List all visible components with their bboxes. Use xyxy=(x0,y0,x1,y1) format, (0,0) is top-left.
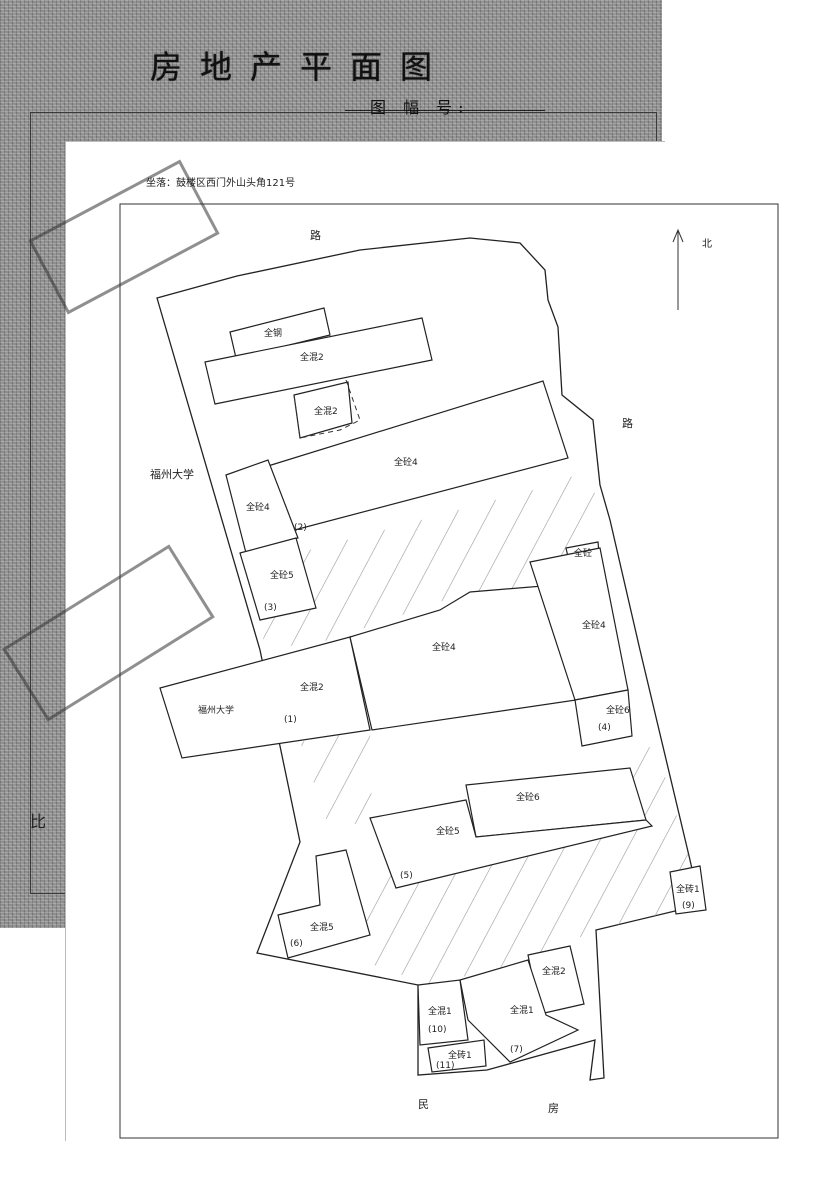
neighbor-label-bottom-left: 民 xyxy=(418,1098,429,1111)
building-number: (5) xyxy=(400,871,413,881)
road-label-top: 路 xyxy=(310,229,321,242)
yard-hatch xyxy=(262,470,600,650)
building-number: (4) xyxy=(598,723,611,733)
dashed-outline xyxy=(293,394,361,439)
building-label: 全砖1 xyxy=(448,1049,472,1061)
building-number: (11) xyxy=(436,1061,454,1071)
document-title: 房地产平面图 xyxy=(150,48,451,86)
building-label: 全混2 xyxy=(314,405,338,417)
sheet-number-rule xyxy=(345,110,545,111)
yard-hatch xyxy=(350,820,700,985)
building-label: 全砼5 xyxy=(270,569,294,581)
yard-hatch xyxy=(628,720,690,860)
building-outline xyxy=(369,799,654,889)
building-outline xyxy=(417,979,469,1046)
sheet-number-label: 图 幅 号: xyxy=(370,98,470,117)
building-outline xyxy=(225,459,299,554)
building-number: (7) xyxy=(510,1045,523,1055)
building-label: 全混2 xyxy=(542,965,566,977)
yard-hatch xyxy=(300,730,372,830)
building-label: 全砼4 xyxy=(246,501,270,513)
building-label: 全砼6 xyxy=(516,791,540,803)
drawing-frame xyxy=(119,203,779,1139)
building-label: 全砼 xyxy=(574,547,592,559)
building-label: 全混1 xyxy=(428,1005,452,1017)
building-number: (9) xyxy=(682,901,695,911)
building-number: (10) xyxy=(428,1025,446,1035)
building-number: (1) xyxy=(284,715,297,725)
building-label: 全钢 xyxy=(264,327,282,339)
building-label: 全砼4 xyxy=(394,456,418,468)
road-label-right: 路 xyxy=(622,417,633,430)
neighbor-label-bottom-right: 房 xyxy=(548,1102,559,1115)
building-label: 全混5 xyxy=(310,921,334,933)
building-outline xyxy=(459,959,580,1063)
building-number: (3) xyxy=(264,603,277,613)
building-label: 全砼4 xyxy=(582,619,606,631)
edge-text: 比 xyxy=(30,812,47,831)
building-outline xyxy=(669,865,707,915)
dashed-outline xyxy=(345,379,361,421)
building-label: 全混1 xyxy=(510,1004,534,1016)
building-outline xyxy=(204,317,433,405)
neighbor-label-west: 福州大学 xyxy=(150,467,194,481)
building-number: (6) xyxy=(290,939,303,949)
building-label: 全砼4 xyxy=(432,641,456,653)
north-label: 北 xyxy=(702,238,712,250)
north-arrow-head xyxy=(672,228,684,243)
building-outline xyxy=(239,537,317,621)
building-label: 全混2 xyxy=(300,351,324,363)
building-outline xyxy=(159,636,371,759)
building-outline xyxy=(229,307,331,359)
building-outline xyxy=(277,849,371,959)
building-label: 全砖1 xyxy=(676,883,700,895)
building-outline xyxy=(427,1039,487,1073)
address-line: 坐落：鼓楼区西门外山头角121号 xyxy=(146,176,295,189)
building-label: 全砼5 xyxy=(436,825,460,837)
neighbor-building-label: 福州大学 xyxy=(198,704,234,716)
building-label: 全混2 xyxy=(300,681,324,693)
building-number: (2) xyxy=(294,523,307,533)
building-outline xyxy=(574,689,633,747)
building-label: 全砼6 xyxy=(606,704,630,716)
